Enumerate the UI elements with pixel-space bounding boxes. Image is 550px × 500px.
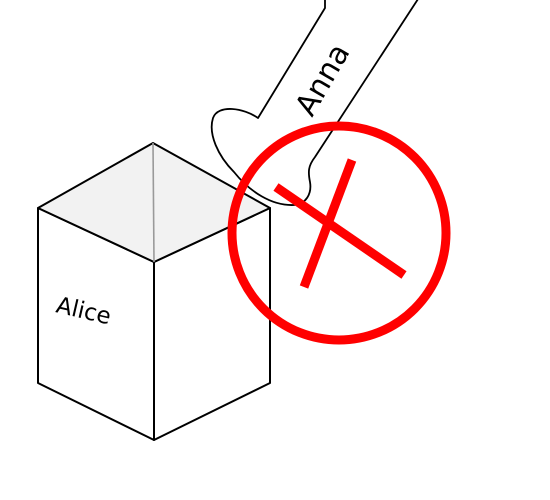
cross-stroke-vertical <box>299 158 357 289</box>
anna-arm: Anna <box>210 0 419 206</box>
prohibition-circle <box>227 121 451 345</box>
alice-box: Alice <box>37 142 271 441</box>
circled-x-icon <box>227 121 451 345</box>
box-inner-edge <box>152 142 155 263</box>
cross-stroke-horizontal <box>273 183 407 279</box>
